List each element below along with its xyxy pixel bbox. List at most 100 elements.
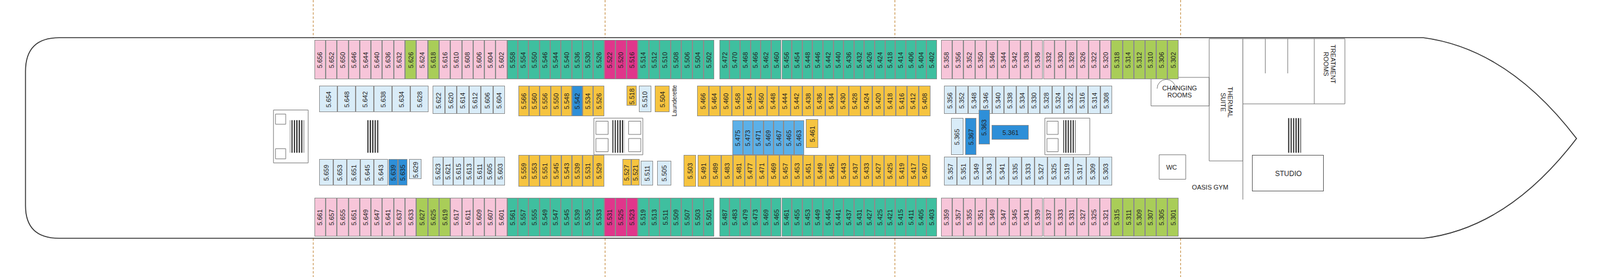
cabin-box: 5.526: [593, 39, 604, 80]
cabin-box: 5.322: [1088, 39, 1100, 80]
cabin-number: 5.448: [770, 93, 777, 110]
cabin-box: 5.445: [825, 155, 838, 187]
cabin-box: 5.417: [907, 155, 920, 187]
cabin-number: 5.550: [531, 52, 538, 69]
cabin-number: 5.653: [337, 164, 344, 182]
partition: [1264, 38, 1266, 74]
cabin-number: 5.450: [758, 93, 765, 110]
cabin-number: 5.602: [498, 52, 505, 69]
cabin-box: 5.450: [755, 85, 768, 117]
cabin-box: 5.601: [495, 198, 507, 237]
cabin-box: 5.539: [571, 155, 583, 187]
cabin-box: 5.463: [794, 120, 805, 156]
cabin-number: 5.611: [476, 163, 484, 180]
cabin-number: 5.464: [711, 93, 719, 110]
cabin-box: 5.550: [550, 85, 562, 117]
cabin-number: 5.460: [773, 52, 781, 69]
cabin-box: 5.460: [720, 85, 732, 117]
cabin-number: 5.545: [563, 209, 571, 227]
cabin-number: 5.341: [999, 163, 1006, 181]
cabin-box: 5.335: [1008, 156, 1022, 186]
cabin-box: 5.553: [529, 155, 540, 187]
cabin-number: 5.603: [497, 163, 504, 181]
cabin-number: 5.461: [809, 126, 816, 143]
cabin-number: 5.455: [794, 209, 801, 227]
cabin-number: 5.453: [794, 163, 801, 180]
cabin-box: 5.418: [884, 85, 896, 117]
cabin-number: 5.356: [946, 92, 954, 109]
cabin-number: 5.516: [629, 52, 637, 69]
cabin-number: 5.657: [328, 209, 336, 227]
cabin-box: 5.619: [439, 198, 451, 237]
cabin-box: 5.333: [1021, 156, 1035, 186]
cabin-number: 5.338: [1023, 52, 1030, 69]
cabin-box: 5.402: [926, 39, 937, 80]
cabin-number: 5.337: [1045, 209, 1053, 227]
cabin-number: 5.449: [817, 163, 824, 180]
cabin-box: 5.513: [648, 198, 661, 237]
cabin-number: 5.477: [747, 163, 755, 180]
cabin-box: 5.629: [409, 159, 422, 180]
cabin-box: 5.437: [843, 198, 855, 237]
cabin-box: 5.466: [697, 85, 709, 117]
cabin-number: 5.622: [436, 92, 443, 109]
cabin-box: 5.510: [659, 39, 671, 80]
cabin-box: 5.333: [1054, 198, 1066, 237]
lift-box: [1046, 121, 1059, 136]
cabin-number: 5.310: [1147, 52, 1155, 69]
cabin-box: 5.525: [615, 198, 627, 237]
cabin-number: 5.454: [746, 93, 753, 110]
cabin-number: 5.465: [785, 129, 793, 147]
cabin-box: 5.445: [822, 198, 834, 237]
lift-box: [1046, 138, 1059, 153]
cabin-box: 5.349: [969, 156, 983, 186]
cabin-box: 5.424: [860, 85, 873, 117]
cabin-number: 5.457: [782, 163, 789, 180]
cabin-number: 5.338: [1007, 92, 1014, 109]
cabin-box: 5.327: [1034, 156, 1048, 186]
frame-line: [894, 0, 896, 38]
cabin-number: 5.332: [1045, 52, 1053, 69]
cabin-box: 5.473: [742, 120, 753, 156]
cabin-box: 5.555: [528, 198, 540, 237]
cabin-number: 5.431: [856, 209, 863, 227]
cabin-number: 5.636: [385, 52, 392, 69]
cabin-number: 5.301: [1170, 209, 1177, 227]
cabin-box: 5.647: [370, 198, 383, 237]
cabin-box: 5.503: [683, 155, 696, 187]
cabin-box: 5.471: [755, 155, 768, 187]
cabin-number: 5.437: [852, 163, 859, 180]
cabin-box: 5.627: [416, 198, 428, 237]
cabin-box: 5.343: [982, 156, 996, 186]
cabin-number: 5.619: [442, 209, 449, 227]
cabin-number: 5.511: [662, 209, 669, 226]
cabin-number: 5.627: [419, 209, 426, 227]
cabin-number: 5.535: [584, 209, 592, 227]
cabin-box: 5.449: [812, 198, 823, 237]
cabin-number: 5.522: [607, 52, 614, 69]
cabin-box: 5.406: [905, 39, 917, 80]
cabin-number: 5.518: [628, 88, 636, 105]
cabin-number: 5.333: [1025, 163, 1032, 181]
cabin-number: 5.519: [640, 209, 648, 227]
cabin-number: 5.442: [793, 93, 800, 110]
cabin-box: 5.426: [864, 39, 875, 80]
stair-symbol: [1063, 120, 1076, 154]
cabin-number: 5.635: [399, 164, 407, 182]
cabin-box: 5.641: [382, 198, 394, 237]
walls: [273, 38, 1345, 237]
cabin-number: 5.427: [866, 209, 873, 227]
cabin-number: 5.351: [977, 209, 984, 227]
cabin-number: 5.453: [804, 209, 812, 227]
cabin-number: 5.637: [396, 209, 404, 227]
cabin-box: 5.659: [319, 159, 333, 186]
cabin-number: 5.512: [651, 52, 658, 69]
cabin-number: 5.408: [922, 93, 929, 110]
cabin-box: 5.504: [654, 85, 669, 113]
cabin-box: 5.345: [1009, 198, 1021, 237]
cabin-number: 5.333: [1057, 209, 1064, 227]
cabin-box: 5.558: [507, 39, 518, 80]
cabin-box: 5.311: [1122, 198, 1134, 237]
cabin-box: 5.543: [561, 155, 572, 187]
cabin-number: 5.420: [875, 93, 882, 110]
